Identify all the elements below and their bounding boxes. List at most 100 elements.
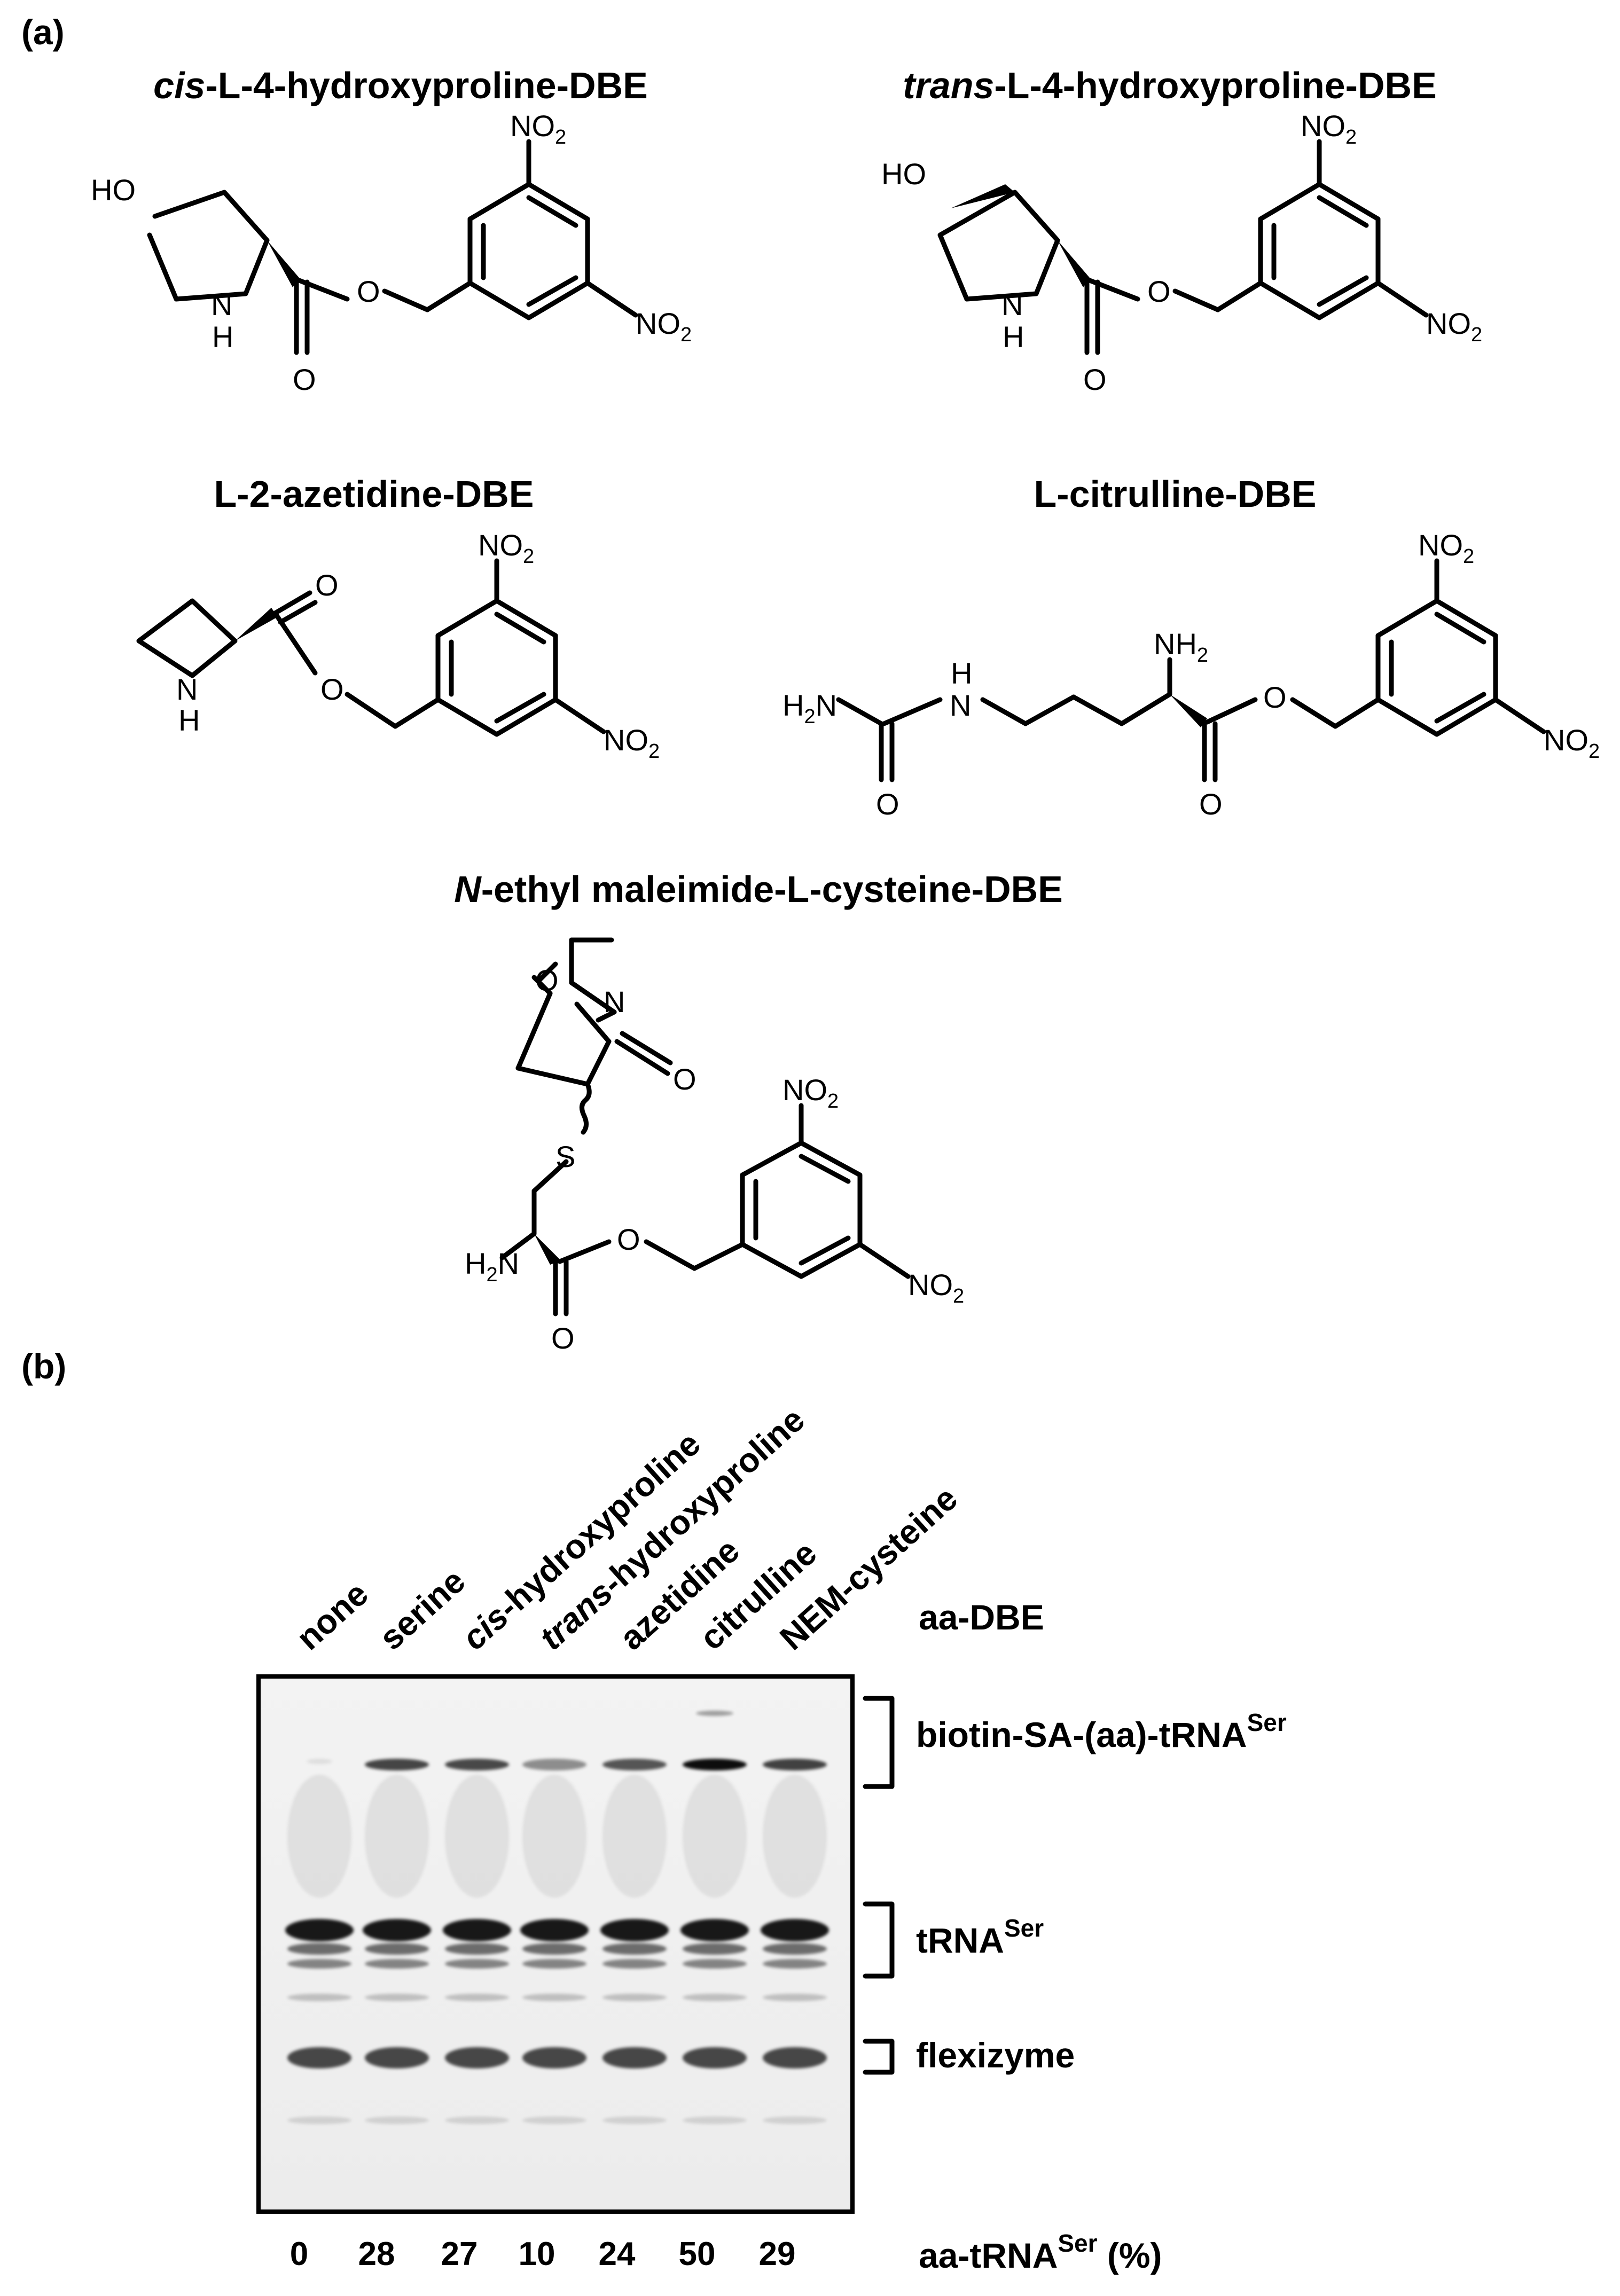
band-trna-minor <box>522 1943 586 1955</box>
band-label-flexizyme: flexizyme <box>916 2035 1075 2075</box>
band-trna-minor <box>365 1943 429 1955</box>
chemical-structures: HO N H O O NO2 NO2 HO N H O O NO2 NO2 <box>91 109 1600 1355</box>
band-minor <box>522 1994 586 2001</box>
structure-nem-cysteine: O N O S H2N O O NO2 NO2 <box>465 937 964 1355</box>
band-biotin-sa-trna <box>683 1759 747 1770</box>
band-trna-minor <box>522 1959 586 1969</box>
panel-a-label: (a) <box>21 12 65 52</box>
smear <box>763 1775 827 1898</box>
percent-axis-label: aa-tRNASer (%) <box>919 2229 1162 2275</box>
atom-ho: HO <box>91 173 136 207</box>
band-minor <box>683 1994 747 2001</box>
atom-ho: HO <box>881 157 926 191</box>
lane-header-aa-dbe: aa-DBE <box>919 1597 1044 1637</box>
atom-o: O <box>315 568 339 602</box>
smear <box>683 1775 747 1898</box>
band-minor <box>287 1994 351 2001</box>
band-trna-minor <box>602 1943 667 1955</box>
percent-value: 28 <box>358 2236 395 2273</box>
atom-no2: NO2 <box>478 528 534 568</box>
band-minor <box>365 2117 429 2124</box>
atom-o: O <box>1263 680 1287 714</box>
band-trna <box>600 1919 669 1941</box>
band-flexizyme <box>365 2047 429 2068</box>
band-trna-minor <box>287 1943 351 1955</box>
band-trna <box>285 1919 354 1941</box>
bracket-trna <box>863 1901 895 1979</box>
band-trna-minor <box>287 1959 351 1969</box>
bracket-biotin-sa <box>863 1696 895 1789</box>
percent-value: 0 <box>289 2236 309 2273</box>
smear <box>522 1775 586 1898</box>
compound-title-citrulline: L-citrulline-DBE <box>1034 473 1317 515</box>
atom-o: O <box>320 672 344 706</box>
atom-no2: NO2 <box>636 307 692 346</box>
atom-s: S <box>555 1140 575 1173</box>
band-minor <box>696 1711 733 1716</box>
band-minor <box>763 1994 827 2001</box>
atom-no2: NO2 <box>782 1073 839 1112</box>
band-flexizyme <box>287 2047 351 2068</box>
percent-value: 29 <box>758 2236 796 2273</box>
band-trna <box>363 1919 431 1941</box>
atom-o: O <box>876 787 899 821</box>
compound-title-trans-hydroxyproline: trans-L-4-hydroxyproline-DBE <box>903 65 1437 106</box>
atom-h: H <box>951 656 972 690</box>
structure-azetidine: N H O O NO2 NO2 <box>136 528 660 763</box>
band-biotin-sa-trna <box>602 1759 667 1770</box>
atom-n: N <box>176 672 198 706</box>
smear <box>602 1775 667 1898</box>
band-biotin-sa-trna <box>522 1759 586 1770</box>
band-flexizyme <box>445 2047 509 2068</box>
atom-o: O <box>293 363 316 396</box>
atom-h2n: H2N <box>782 688 837 728</box>
band-label-trna: tRNASer <box>916 1914 1044 1960</box>
atom-n: N <box>1001 288 1023 322</box>
band-trna-minor <box>683 1959 747 1969</box>
atom-no2: NO2 <box>510 109 566 148</box>
structure-citrulline: H2N O N H NH2 O O NO2 NO2 <box>782 528 1600 821</box>
band-minor <box>683 2117 747 2124</box>
band-trna <box>680 1919 749 1941</box>
band-trna <box>761 1919 829 1941</box>
band-trna <box>520 1919 589 1941</box>
atom-no2: NO2 <box>1544 723 1600 763</box>
band-trna-minor <box>763 1959 827 1969</box>
band-minor <box>763 2117 827 2124</box>
band-minor <box>522 2117 586 2124</box>
atom-n: N <box>950 688 971 722</box>
atom-h: H <box>178 703 200 737</box>
compound-title-azetidine: L-2-azetidine-DBE <box>214 473 534 515</box>
band-trna-minor <box>683 1943 747 1955</box>
structure-cis-hydroxyproline: HO N H O O NO2 NO2 <box>91 109 692 396</box>
smear <box>287 1775 351 1898</box>
atom-o: O <box>1147 275 1171 308</box>
smear <box>365 1775 429 1898</box>
atom-no2: NO2 <box>1418 528 1474 568</box>
gel-image <box>256 1674 855 2214</box>
atom-o: O <box>673 1062 696 1096</box>
atom-no2: NO2 <box>604 723 660 763</box>
panel-b-label: (b) <box>21 1346 67 1386</box>
atom-o: O <box>617 1223 640 1256</box>
compound-title-cis-hydroxyproline: cis-L-4-hydroxyproline-DBE <box>153 65 648 106</box>
atom-nh2: NH2 <box>1154 627 1208 667</box>
band-minor <box>445 2117 509 2124</box>
band-flexizyme <box>763 2047 827 2068</box>
atom-n: N <box>604 985 625 1018</box>
percent-value: 50 <box>678 2236 716 2273</box>
atom-o: O <box>1083 363 1107 396</box>
band-flexizyme <box>522 2047 586 2068</box>
band-trna <box>443 1919 511 1941</box>
band-biotin-sa-trna <box>763 1759 827 1770</box>
band-minor <box>602 1994 667 2001</box>
structure-trans-hydroxyproline: HO N H O O NO2 NO2 <box>881 109 1482 396</box>
band-trna-minor <box>445 1959 509 1969</box>
atom-h: H <box>1003 320 1024 354</box>
band-flexizyme <box>683 2047 747 2068</box>
atom-o: O <box>551 1321 575 1355</box>
compound-title-nem-cysteine: N-ethyl maleimide-L-cysteine-DBE <box>454 868 1063 910</box>
smear <box>445 1775 509 1898</box>
atom-n: N <box>211 288 232 322</box>
